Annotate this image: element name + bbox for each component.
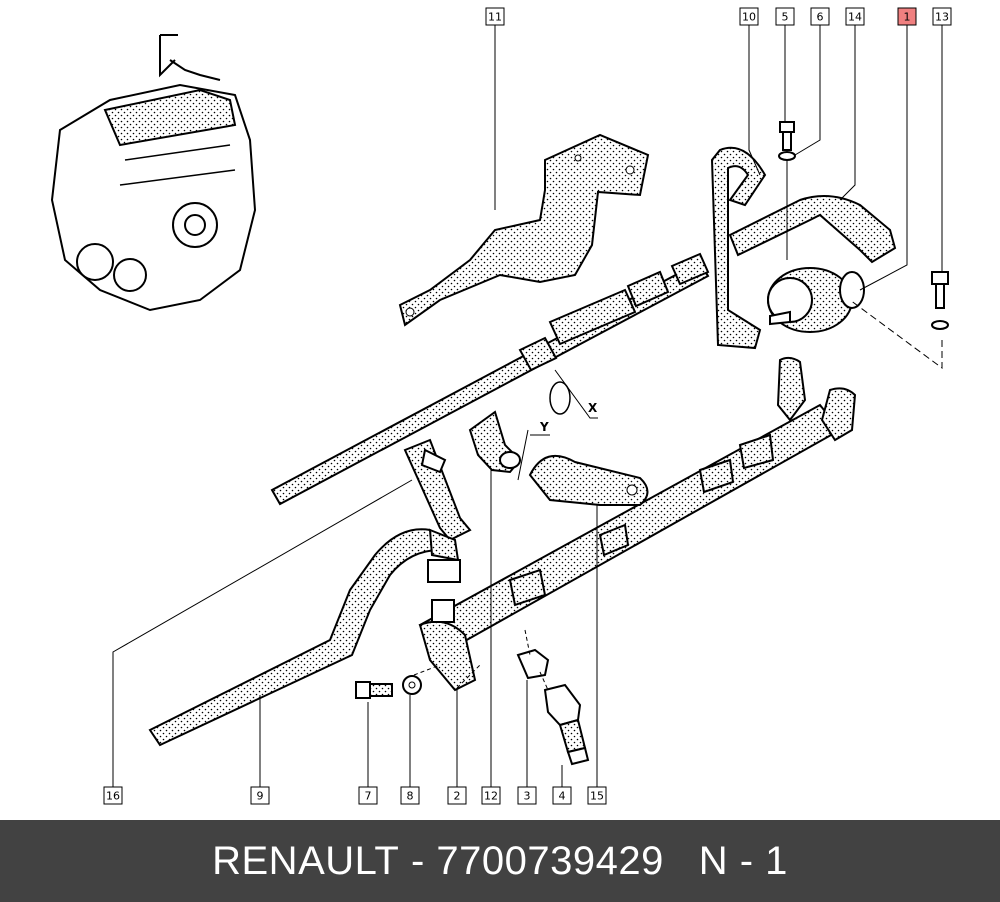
svg-text:2: 2 — [454, 790, 461, 803]
callout-9: 9 — [250, 786, 270, 805]
svg-text:14: 14 — [848, 11, 862, 24]
callout-1-highlighted: 1 — [897, 7, 917, 26]
callout-2: 2 — [447, 786, 467, 805]
clip-16 — [403, 438, 472, 542]
fuel-pipe-upper — [270, 252, 710, 506]
callout-12: 12 — [481, 786, 501, 805]
svg-text:10: 10 — [742, 11, 756, 24]
banner-gap — [664, 839, 699, 884]
callout-14: 14 — [845, 7, 865, 26]
svg-text:15: 15 — [590, 790, 604, 803]
pressure-regulator-1 — [767, 267, 865, 333]
part-number: 7700739429 — [436, 838, 664, 883]
svg-text:12: 12 — [484, 790, 498, 803]
brand-separator: - — [399, 838, 437, 883]
position-label: N - 1 — [698, 838, 788, 883]
svg-text:1: 1 — [904, 11, 911, 24]
callout-4: 4 — [552, 786, 572, 805]
svg-text:11: 11 — [488, 11, 502, 24]
svg-text:9: 9 — [257, 790, 264, 803]
bracket-15 — [528, 454, 649, 506]
bolt-13 — [931, 271, 949, 330]
svg-text:4: 4 — [559, 790, 566, 803]
hose-14 — [728, 195, 897, 264]
svg-text:16: 16 — [106, 790, 120, 803]
svg-text:6: 6 — [817, 11, 824, 24]
bracket-11 — [398, 133, 650, 327]
injector-4 — [543, 683, 590, 766]
union-nut — [427, 528, 461, 623]
svg-text:3: 3 — [524, 790, 531, 803]
return-hose-10 — [710, 146, 767, 350]
washer-8 — [402, 675, 422, 695]
fuel-rail-2 — [418, 356, 857, 692]
callout-7: 7 — [358, 786, 378, 805]
callout-13: 13 — [932, 7, 952, 26]
svg-text:7: 7 — [365, 790, 372, 803]
exploded-parts-diagram: X Y 11 10 5 6 14 1 13 16 9 7 8 2 — [50, 7, 952, 805]
callout-16: 16 — [103, 786, 123, 805]
clip-3 — [516, 648, 550, 680]
axis-y-indicator: Y — [517, 420, 550, 481]
callout-6: 6 — [810, 7, 830, 26]
callout-15: 15 — [587, 786, 607, 805]
callout-3: 3 — [517, 786, 537, 805]
part-number-banner: RENAULT - 7700739429 N - 1 — [0, 820, 1000, 902]
washer-6 — [778, 151, 796, 161]
brand-name: RENAULT — [212, 838, 400, 883]
svg-text:8: 8 — [407, 790, 414, 803]
clamp-12 — [468, 410, 522, 474]
axis-x-label: X — [588, 401, 598, 415]
engine-thumbnail — [50, 34, 257, 312]
hose-9 — [148, 528, 442, 747]
axis-x-indicator: X — [549, 369, 598, 419]
leader-lines — [112, 24, 943, 787]
callout-8: 8 — [400, 786, 420, 805]
callout-5: 5 — [775, 7, 795, 26]
screw-7 — [355, 681, 393, 699]
callout-11: 11 — [485, 7, 505, 26]
svg-text:5: 5 — [782, 11, 789, 24]
callout-10: 10 — [739, 7, 759, 26]
axis-y-label: Y — [539, 420, 549, 434]
svg-text:13: 13 — [935, 11, 949, 24]
screw-5 — [779, 121, 795, 151]
